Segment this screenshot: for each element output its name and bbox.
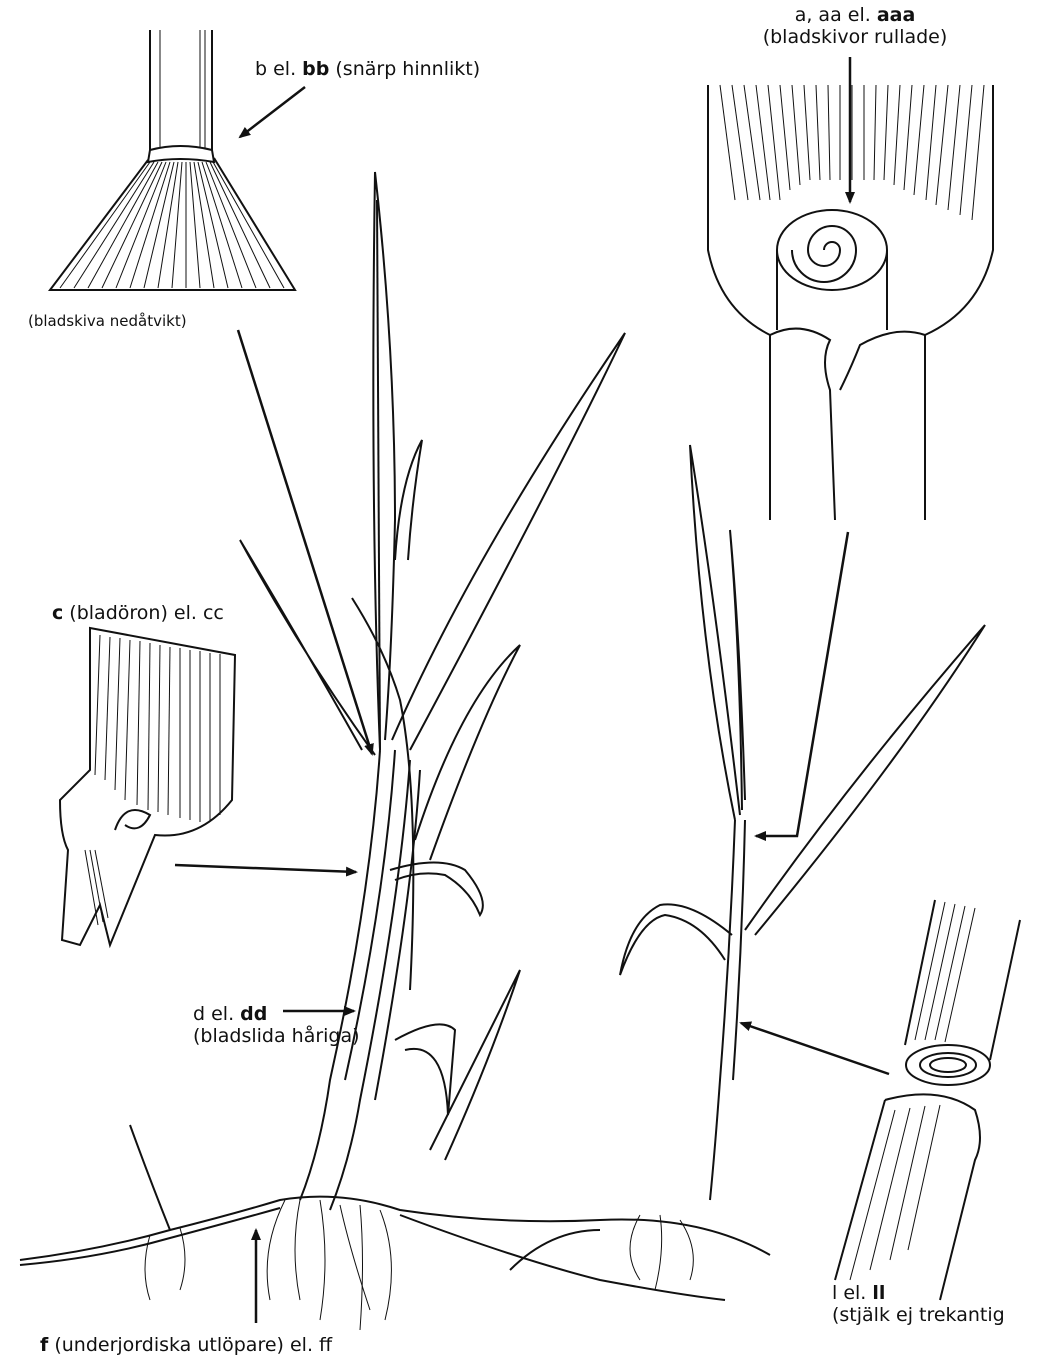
label-l-bold: ll xyxy=(872,1282,885,1304)
label-b-note: (bladskiva nedåtvikt) xyxy=(28,312,187,330)
label-b-bold: bb xyxy=(302,58,329,80)
label-a-rolled-leaves: a, aa el. aaa (bladskivor rullade) xyxy=(755,4,955,48)
arrow-b-to-plant xyxy=(238,330,372,754)
label-b-text: b el. xyxy=(255,58,302,80)
arrow-b-to-ligule xyxy=(240,87,305,137)
label-f-description: (underjordiska utlöpare) el. ff xyxy=(48,1334,332,1356)
arrow-c-to-plant xyxy=(175,865,356,872)
rhizomes-and-roots xyxy=(20,1125,770,1330)
label-f-rhizomes: f (underjordiska utlöpare) el. ff xyxy=(40,1334,332,1356)
label-a-text: a, aa el. xyxy=(795,4,877,26)
grass-plant-left xyxy=(240,172,625,1210)
stem-section-detail-drawing xyxy=(835,900,1020,1300)
label-d-hairy-sheath: d el. dd (bladslida håriga) xyxy=(193,1003,360,1047)
grass-plant-right xyxy=(620,445,985,1200)
label-l-text: l el. xyxy=(832,1282,872,1304)
label-c-auricles: c (bladöron) el. cc xyxy=(52,602,224,624)
label-a-bold: aaa xyxy=(877,4,915,26)
label-l-description: (stjälk ej trekantig xyxy=(832,1304,1005,1326)
label-a-description: (bladskivor rullade) xyxy=(763,26,948,48)
label-c-bold: c xyxy=(52,602,63,624)
arrow-a-to-plant xyxy=(756,532,848,836)
label-c-description: (bladöron) el. cc xyxy=(63,602,224,624)
label-d-bold: dd xyxy=(240,1003,267,1025)
arrow-l-to-plant xyxy=(741,1023,889,1074)
label-d-description: (bladslida håriga) xyxy=(193,1025,360,1047)
label-l-stem: l el. ll (stjälk ej trekantig xyxy=(832,1282,1005,1326)
label-b-description: (snärp hinnlikt) xyxy=(329,58,480,80)
auricle-detail-drawing xyxy=(60,628,235,945)
label-d-text: d el. xyxy=(193,1003,240,1025)
label-b-ligule: b el. bb (snärp hinnlikt) xyxy=(255,58,480,80)
